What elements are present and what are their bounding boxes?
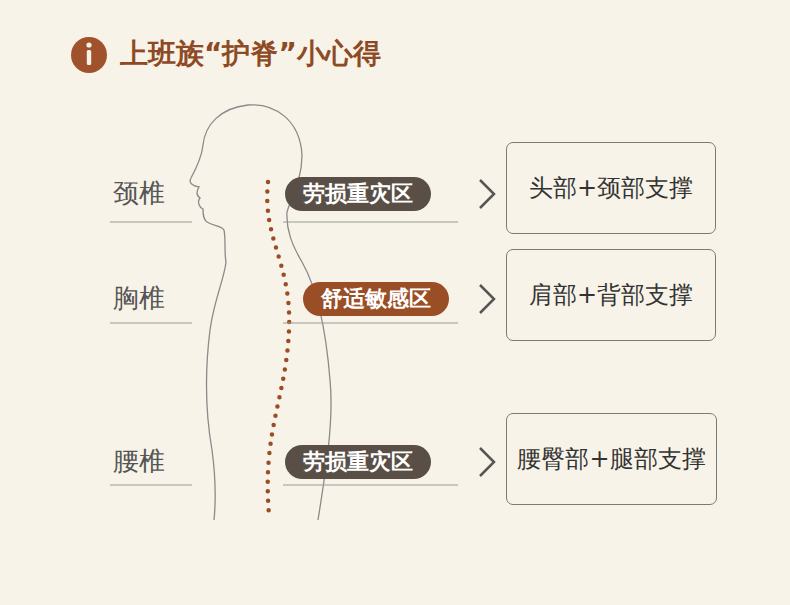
node-text: 舒适敏感区: [321, 284, 431, 314]
support-box: 肩部+背部支撑: [506, 249, 716, 341]
zone-tag: 劳损重灾区: [285, 177, 431, 211]
chevron-connector: [480, 448, 494, 476]
spine-label: 颈椎: [113, 176, 165, 210]
node-text: 头部+颈部支撑: [529, 172, 693, 204]
chevron-connector: [480, 285, 494, 313]
zone-tag: 舒适敏感区: [303, 282, 449, 316]
title: 上班族“护脊”小心得: [120, 34, 381, 74]
node-text: 肩部+背部支撑: [529, 279, 693, 311]
leader-lines: [110, 222, 458, 485]
node-text: 腰臀部+腿部支撑: [517, 443, 705, 475]
support-box: 头部+颈部支撑: [506, 142, 716, 234]
spine-label: 腰椎: [113, 444, 165, 478]
chevron-connector: [480, 180, 494, 208]
node-text: 劳损重灾区: [303, 447, 413, 477]
zone-tag: 劳损重灾区: [285, 445, 431, 479]
info-icon: [71, 37, 107, 73]
spine-label: 胸椎: [113, 281, 165, 315]
node-text: 劳损重灾区: [303, 179, 413, 209]
support-box: 腰臀部+腿部支撑: [506, 413, 717, 505]
